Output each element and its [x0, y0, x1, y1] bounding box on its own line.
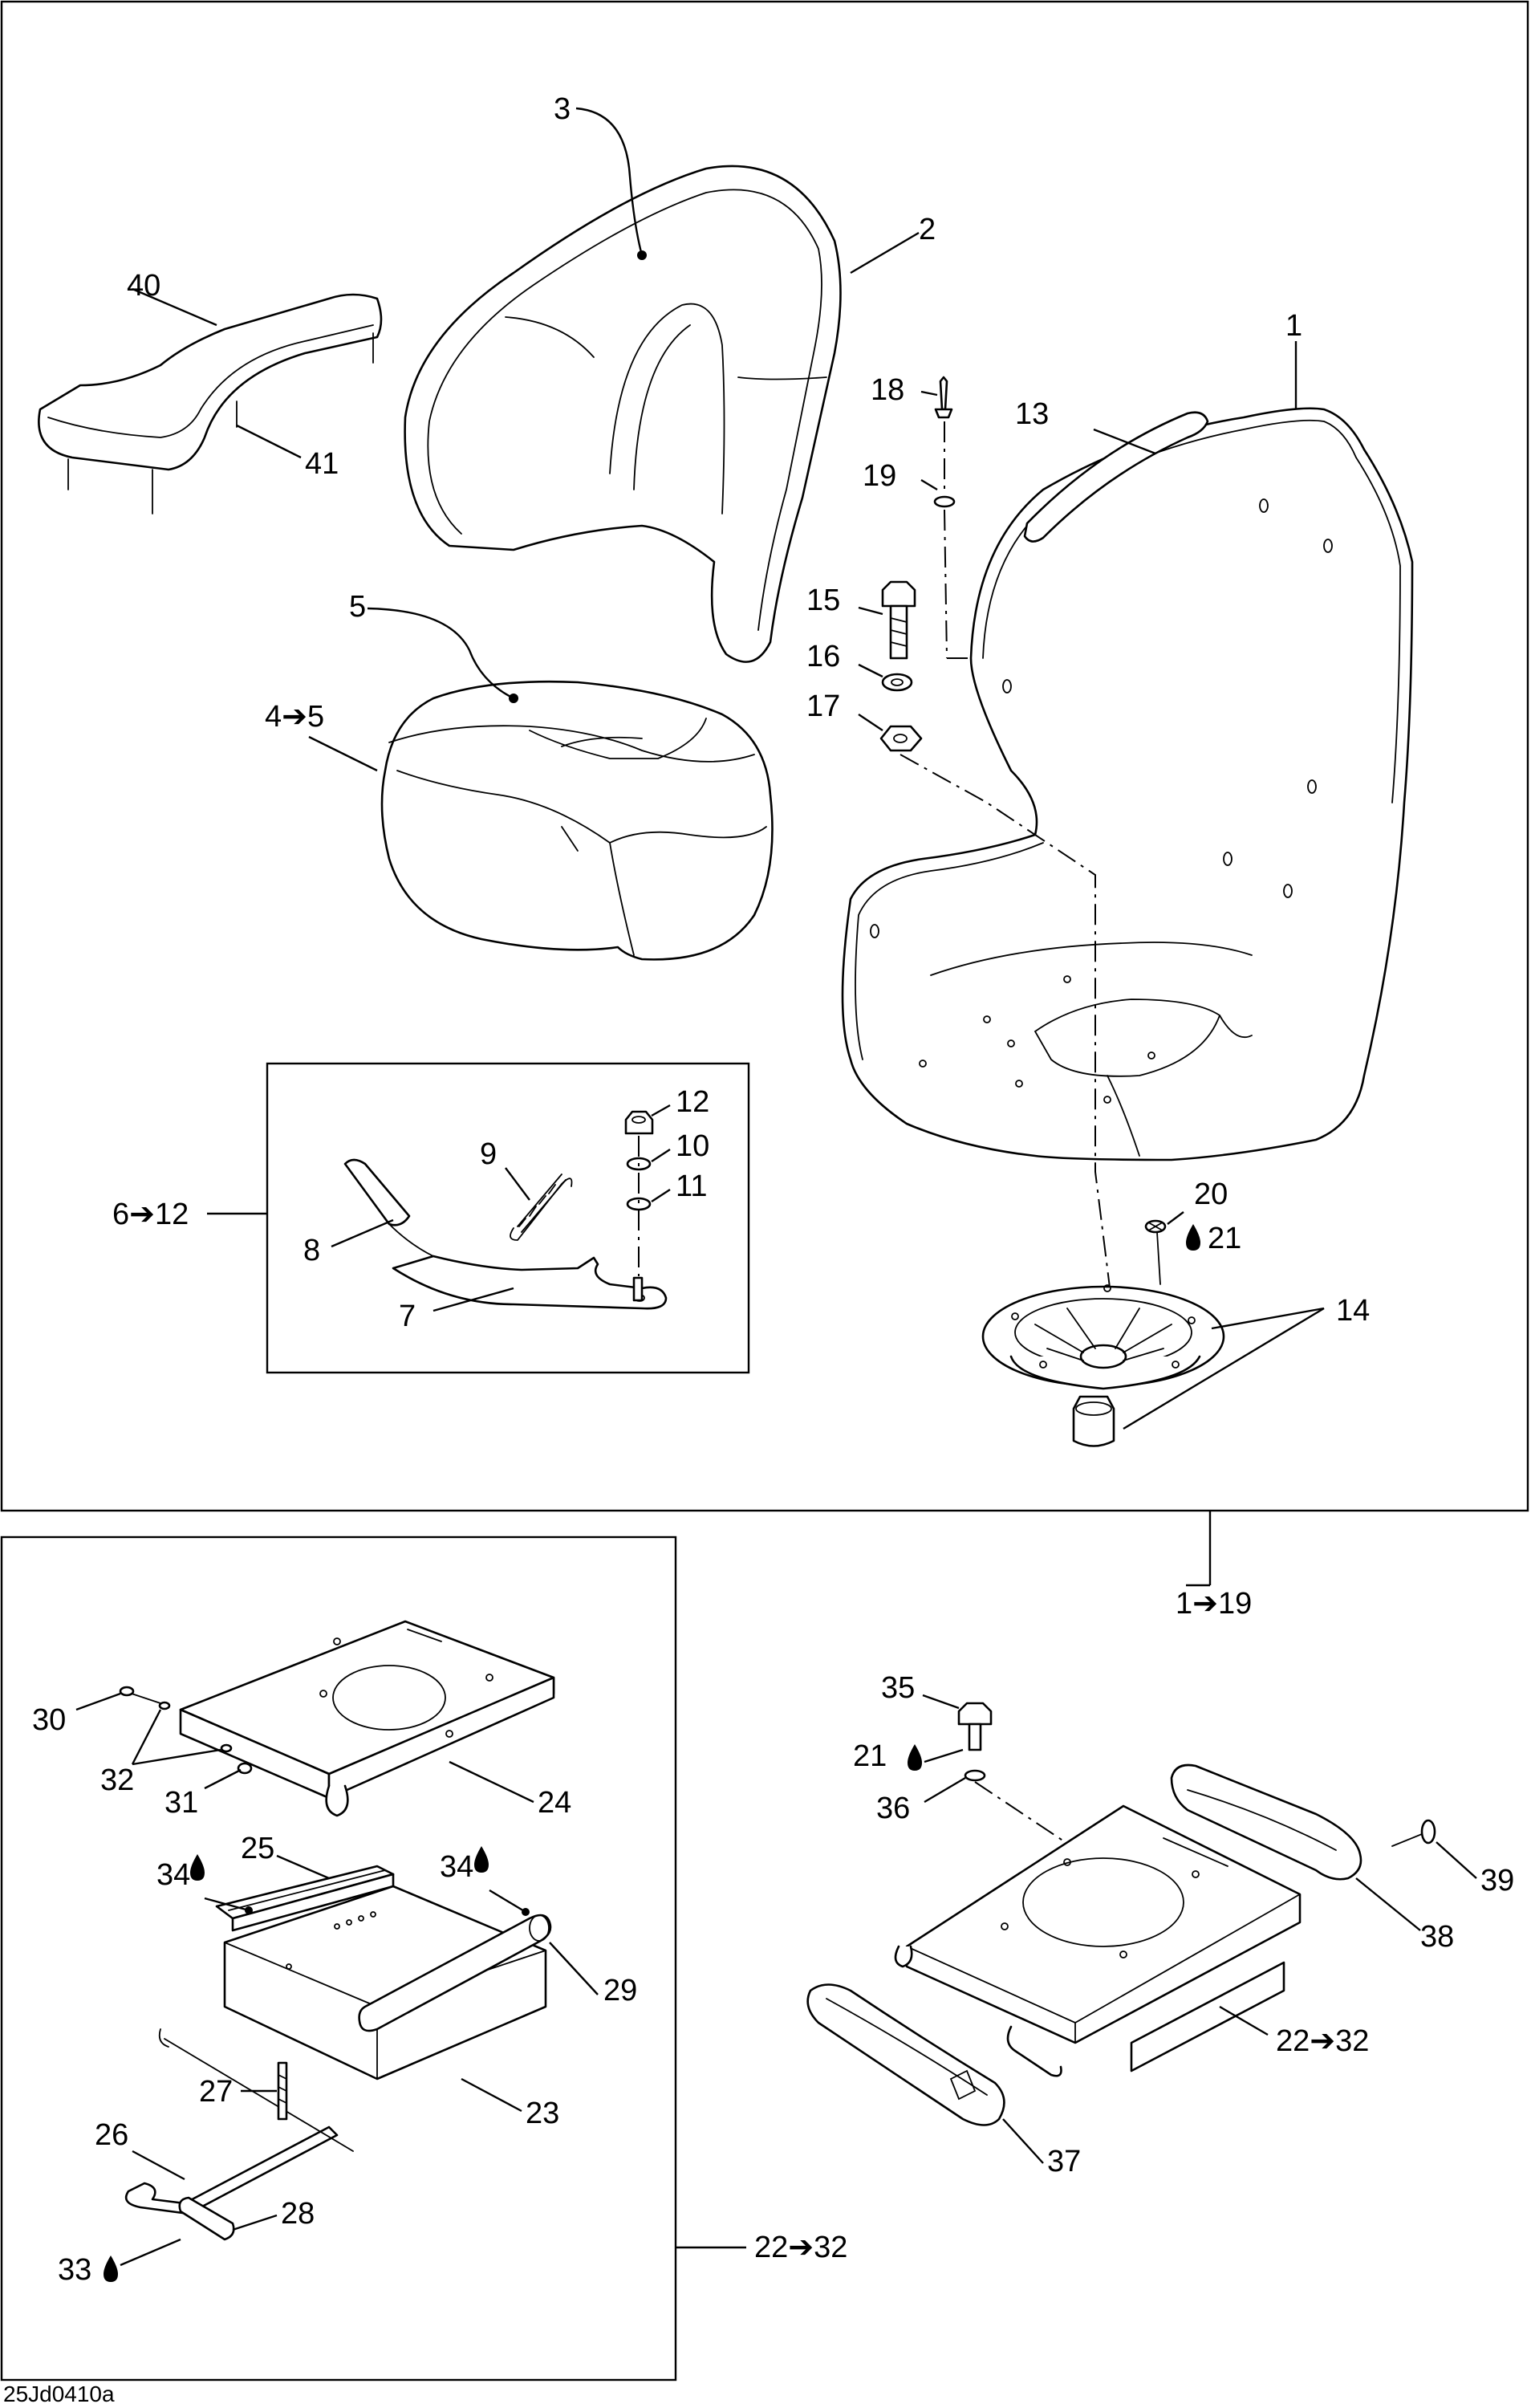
slider-assembly-part-22-32 — [894, 1804, 1302, 2077]
label-36: 36 — [876, 1792, 910, 1825]
label-13: 13 — [1015, 397, 1049, 431]
label-14: 14 — [1336, 1294, 1370, 1328]
edge-trim-part-13 — [1023, 411, 1209, 543]
grip-part-28 — [178, 2196, 235, 2241]
label-15: 15 — [806, 584, 840, 617]
label-6-12: 6➔12 — [112, 1198, 189, 1231]
label-4-5: 4➔5 — [265, 700, 324, 734]
leader-lines — [75, 107, 1477, 2267]
label-1: 1 — [1285, 309, 1302, 343]
label-21: 21 — [1208, 1222, 1241, 1255]
washer-part-16 — [881, 673, 913, 692]
oil-drop-icon — [190, 1854, 205, 1881]
nut-part-17 — [879, 725, 923, 752]
label-3: 3 — [554, 92, 571, 126]
label-22-32-right: 22➔32 — [1276, 2024, 1369, 2058]
bolt-part-15 — [881, 580, 916, 660]
screw-part-39 — [1391, 1819, 1436, 1847]
washer-part-32 — [158, 1701, 233, 1753]
label-27: 27 — [199, 2075, 233, 2109]
oil-drop-icon — [908, 1744, 922, 1771]
label-21-right: 21 — [853, 1739, 887, 1773]
label-20: 20 — [1194, 1178, 1228, 1211]
tube-part-29 — [358, 1914, 552, 2032]
washer-part-19 — [933, 495, 956, 508]
label-31: 31 — [164, 1786, 198, 1820]
latch-lever-part-7 — [392, 1255, 668, 1310]
slide-base-part-23 — [223, 1885, 547, 2081]
label-24: 24 — [538, 1786, 571, 1820]
seat-cushion-part-5 — [380, 680, 774, 961]
lever-grip-part-8 — [343, 1158, 434, 1257]
armrest-part-40 — [38, 293, 383, 515]
oil-drop-icon — [1186, 1224, 1200, 1251]
label-33: 33 — [58, 2253, 91, 2287]
side-cover-part-38 — [1170, 1763, 1362, 1881]
bolt-part-35 — [957, 1702, 993, 1751]
label-17: 17 — [806, 689, 840, 723]
seat-shell-part-1 — [841, 407, 1414, 1161]
label-28: 28 — [281, 2197, 315, 2231]
label-10: 10 — [676, 1129, 709, 1163]
footer-code: 25Jd0410a — [3, 2382, 115, 2406]
label-2: 2 — [919, 213, 936, 246]
release-handle-part-26 — [124, 2028, 354, 2215]
washer-part-36 — [964, 1769, 986, 1782]
label-34-left: 34 — [156, 1858, 190, 1892]
slider-assembly-frame — [0, 1536, 677, 2382]
label-19: 19 — [863, 459, 896, 493]
label-11: 11 — [676, 1169, 707, 1203]
label-41: 41 — [305, 447, 339, 481]
label-25: 25 — [241, 1832, 274, 1865]
swivel-base-part-14 — [981, 1284, 1225, 1390]
label-23: 23 — [526, 2097, 559, 2130]
pin-part-27 — [277, 2061, 288, 2121]
label-16: 16 — [806, 640, 840, 673]
label-7: 7 — [399, 1300, 416, 1333]
label-37: 37 — [1047, 2145, 1081, 2178]
side-cover-part-37 — [806, 1983, 1005, 2126]
rivet-part-18 — [934, 376, 953, 419]
spring-part-9 — [510, 1173, 573, 1241]
latch-kit-inset-frame — [266, 1062, 750, 1374]
oil-drop-icon — [104, 2255, 118, 2282]
part-labels: 3 2 1 40 41 18 13 19 5 15 16 17 4➔5 12 1… — [3, 92, 1514, 2406]
label-38: 38 — [1420, 1920, 1454, 1954]
label-34-right: 34 — [440, 1850, 473, 1884]
label-32: 32 — [100, 1763, 134, 1797]
label-26: 26 — [95, 2118, 128, 2152]
slide-rail-part-25 — [215, 1865, 395, 1932]
label-12: 12 — [676, 1085, 709, 1119]
seat-assembly-frame — [0, 0, 1529, 1512]
label-1-19: 1➔19 — [1176, 1587, 1252, 1621]
label-18: 18 — [871, 373, 904, 407]
label-39: 39 — [1480, 1864, 1514, 1898]
slide-plate-part-24 — [179, 1620, 555, 1817]
label-8: 8 — [303, 1234, 320, 1267]
label-22-32-left: 22➔32 — [754, 2231, 847, 2264]
label-35: 35 — [881, 1671, 915, 1705]
stud-part-7 — [632, 1276, 644, 1302]
screw-part-20 — [1144, 1219, 1167, 1285]
bushing-part-14 — [1072, 1395, 1115, 1447]
label-5: 5 — [349, 590, 366, 624]
nut-part-31 — [237, 1762, 253, 1775]
label-9: 9 — [480, 1137, 497, 1171]
oil-drop-icon — [474, 1846, 489, 1873]
label-30: 30 — [32, 1703, 66, 1737]
backrest-cushion-part-2 — [404, 165, 842, 663]
label-29: 29 — [603, 1974, 637, 2007]
label-40: 40 — [127, 269, 160, 303]
nut-part-12 — [624, 1110, 654, 1135]
screw-part-30 — [119, 1686, 161, 1704]
